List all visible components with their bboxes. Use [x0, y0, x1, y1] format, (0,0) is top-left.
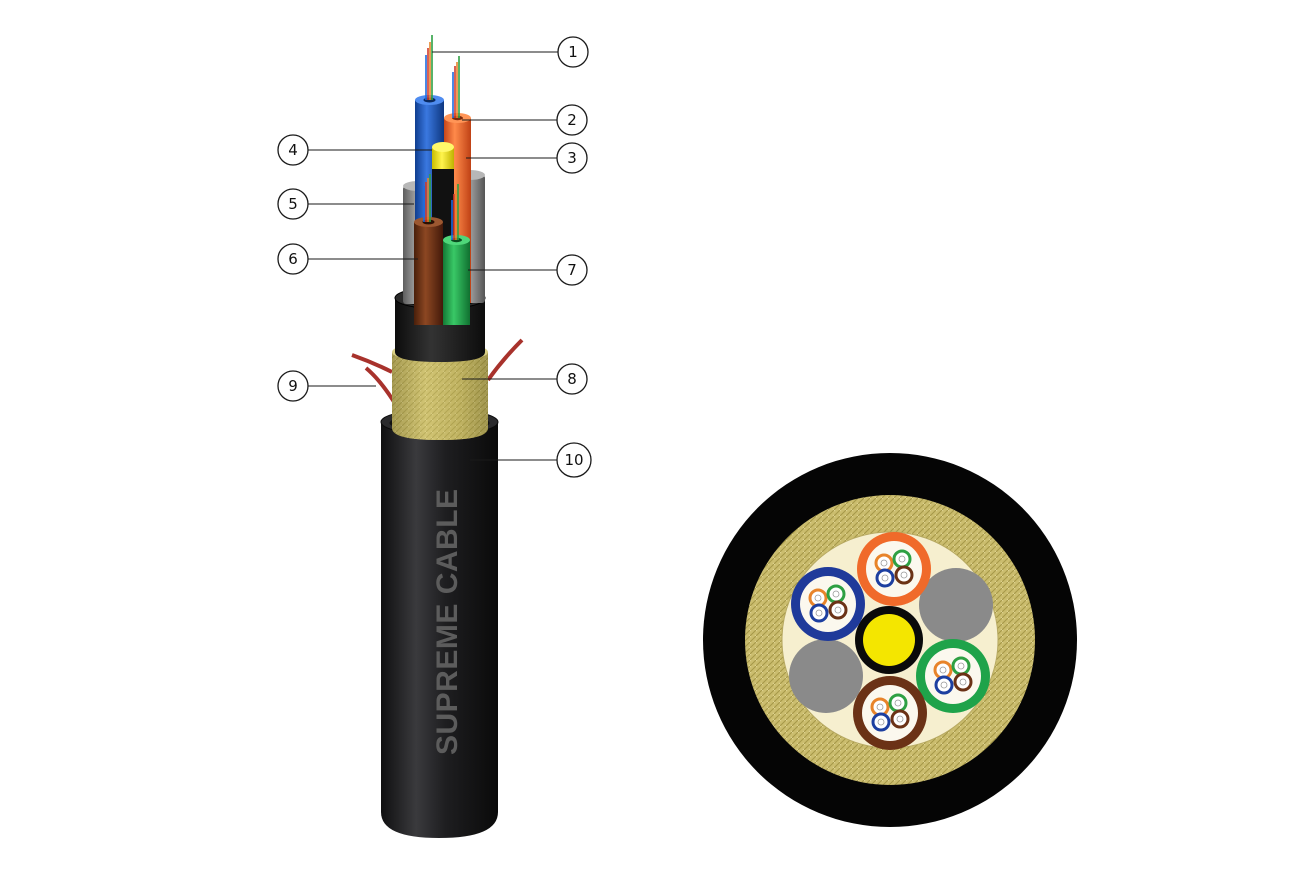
- cross-section-filler-2: [789, 639, 863, 713]
- cross-section-tube-green: [916, 639, 990, 713]
- callout-2-label: 2: [567, 111, 577, 129]
- cross-section-fibers-green: [933, 656, 973, 695]
- callout-10: 10: [470, 442, 592, 478]
- cross-section-tube-brown: [853, 676, 927, 750]
- fiber-core-blue-3: [815, 609, 823, 617]
- callout-4: 4: [277, 134, 432, 166]
- fiber-core-green-2: [957, 662, 965, 670]
- fiber-core-brown-1: [876, 703, 884, 711]
- fiber-core-blue-4: [834, 606, 842, 614]
- callout-5-label: 5: [288, 195, 298, 213]
- cross-section-filler-1: [919, 568, 993, 642]
- cross-section-tube-blue: [791, 567, 865, 641]
- cross-section-central-core: [863, 614, 915, 666]
- callout-8-label: 8: [567, 370, 577, 388]
- callout-3: 3: [466, 142, 588, 174]
- fiber-core-brown-4: [896, 715, 904, 723]
- brand-print: SUPREME CABLE: [431, 488, 464, 755]
- callout-5: 5: [277, 188, 414, 220]
- fiber-core-green-4: [959, 678, 967, 686]
- fiber-core-orange-3: [881, 574, 889, 582]
- callout-9: 9: [277, 370, 376, 402]
- callouts: 1 2 3 4 5 6 7: [277, 36, 592, 478]
- callout-7-label: 7: [567, 261, 577, 279]
- cable-side-view: SUPREME CABLE: [351, 35, 524, 838]
- callout-1: 1: [432, 36, 589, 68]
- callout-1-label: 1: [568, 43, 578, 61]
- fiber-core-orange-1: [880, 559, 888, 567]
- cross-section-fibers-blue: [808, 584, 848, 623]
- callout-7: 7: [468, 254, 588, 286]
- fiber-core-green-3: [940, 681, 948, 689]
- rip-cord-right: [486, 338, 524, 382]
- callout-6: 6: [277, 243, 418, 275]
- callout-3-label: 3: [567, 149, 577, 167]
- fiber-core-brown-3: [877, 718, 885, 726]
- fiber-core-orange-2: [898, 555, 906, 563]
- callout-10-label: 10: [564, 451, 583, 469]
- fiber-core-brown-2: [894, 699, 902, 707]
- fiber-core-green-1: [939, 666, 947, 674]
- cable-cross-section: [703, 453, 1077, 827]
- callout-8: 8: [462, 363, 588, 395]
- rip-cord-left: [351, 353, 393, 374]
- callout-2: 2: [462, 104, 588, 136]
- fiber-core-orange-4: [900, 571, 908, 579]
- cross-section-fibers-brown: [870, 693, 910, 732]
- callout-6-label: 6: [288, 250, 298, 268]
- loose-tube-green: [443, 184, 470, 325]
- callout-4-label: 4: [288, 141, 298, 159]
- cross-section-fibers-orange: [874, 549, 914, 588]
- fiber-core-blue-2: [832, 590, 840, 598]
- callout-9-label: 9: [288, 377, 298, 395]
- cross-section-tube-orange: [857, 532, 931, 606]
- fiber-core-blue-1: [814, 594, 822, 602]
- loose-tube-brown: [414, 174, 443, 325]
- outer-jacket: SUPREME CABLE: [380, 408, 499, 838]
